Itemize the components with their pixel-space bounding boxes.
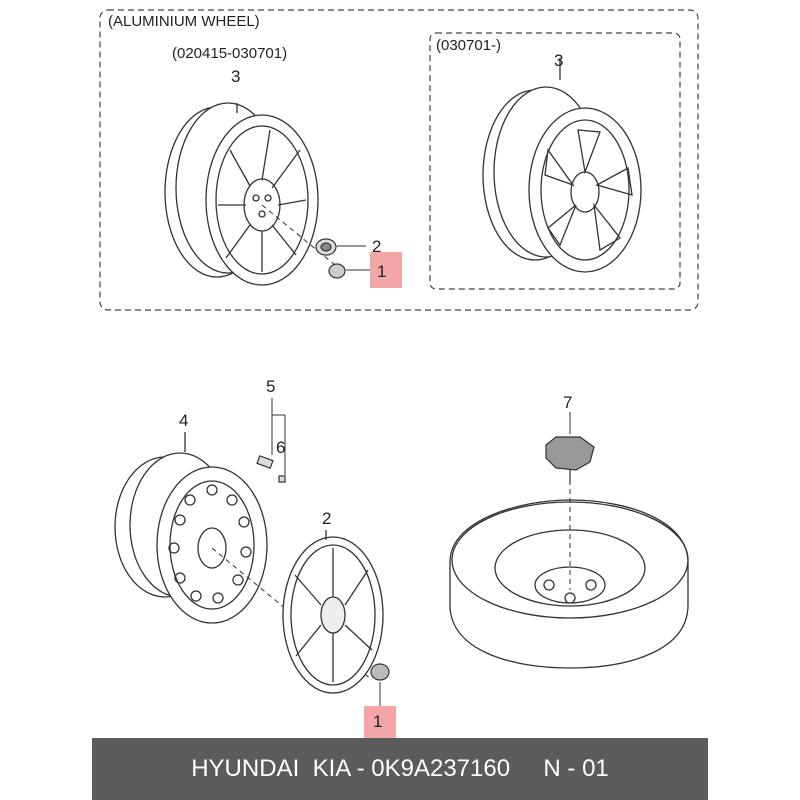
aluminium-group-title: (ALUMINIUM WHEEL) — [108, 13, 260, 30]
callout-steel-wheel: 4 — [179, 411, 188, 430]
footer-part-number: HYUNDAI KIA - 0K9A237160 — [191, 755, 511, 782]
callout-top-left-wheel: 3 — [231, 67, 240, 86]
steel-wheel — [114, 432, 268, 624]
wheel-nut-part — [328, 263, 346, 279]
left-period-label: (020415-030701) — [172, 45, 287, 62]
callout-valve-6: 6 — [276, 438, 285, 457]
wheel-nut-part — [370, 663, 390, 681]
callout-top-nut: 1 — [377, 262, 386, 281]
callout-top-cap: 2 — [372, 237, 381, 256]
alloy-wheel-5-spoke — [482, 58, 642, 273]
right-period-label: (030701-) — [436, 37, 501, 54]
spare-clamp-part — [545, 436, 595, 483]
callout-bottom-nut: 1 — [373, 712, 382, 731]
valve-stem-part — [256, 455, 286, 483]
spare-tire — [449, 499, 689, 669]
hubcap-part — [282, 530, 384, 694]
center-cap-part — [315, 238, 337, 256]
callout-top-right-wheel: 3 — [554, 51, 563, 70]
callout-spare-clamp: 7 — [563, 393, 572, 412]
axis-line — [261, 204, 336, 266]
footer-page-code: N - 01 — [543, 755, 609, 782]
footer-bar: HYUNDAI KIA - 0K9A237160 N - 01 — [92, 738, 708, 800]
callout-valve-5: 5 — [266, 377, 275, 396]
alloy-wheel-8-spoke — [164, 102, 319, 286]
aluminium-group-frame — [99, 9, 699, 311]
footer-spacer — [510, 755, 543, 783]
highlight-box — [364, 706, 396, 738]
highlight-box — [370, 252, 402, 288]
callout-hubcap: 2 — [322, 509, 331, 528]
